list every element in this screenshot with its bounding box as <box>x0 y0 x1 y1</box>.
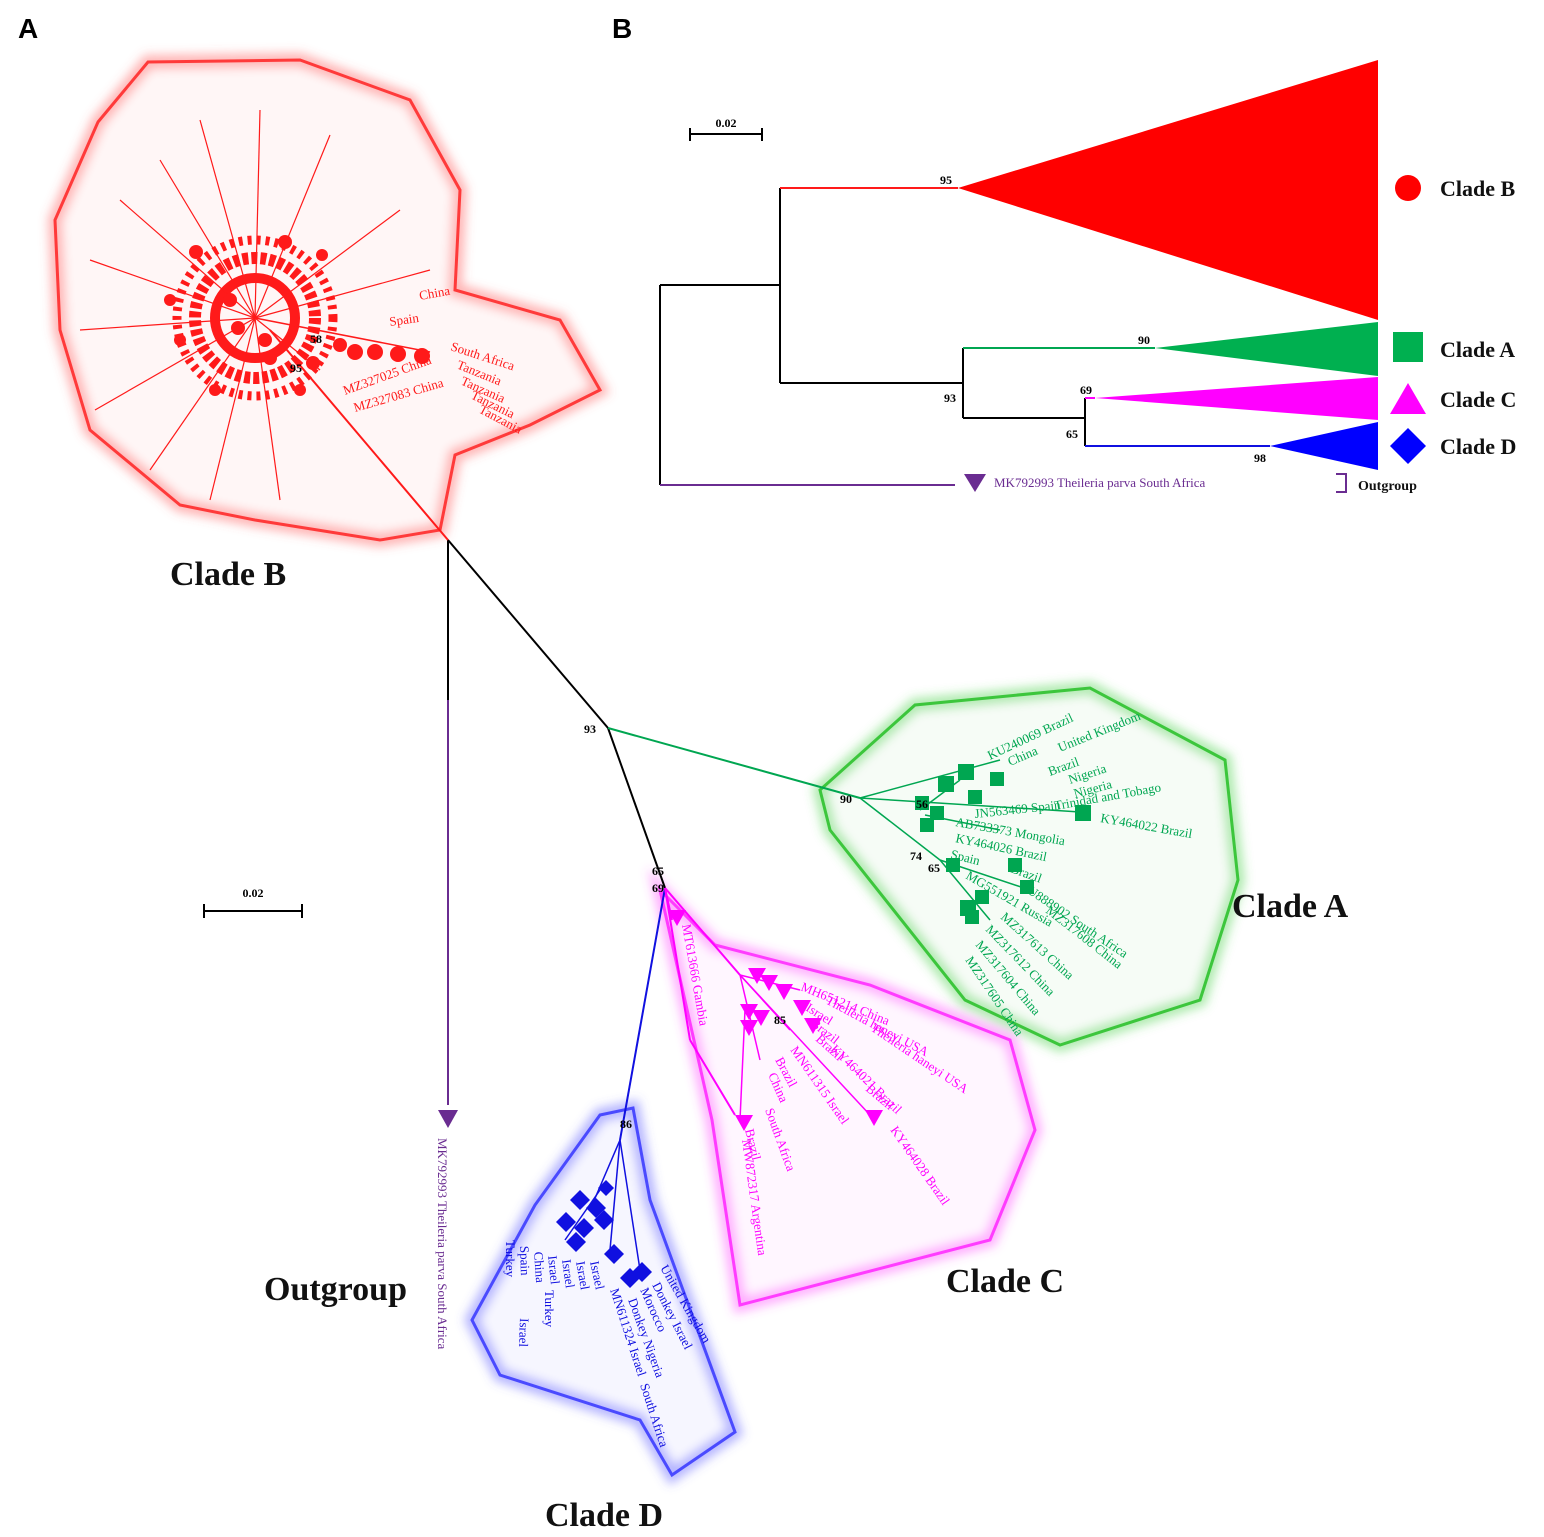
leaf-label: Israel <box>559 1258 578 1289</box>
clade-title-b: Clade B <box>170 556 286 593</box>
bootstrap-clade-b-stem: 95 <box>290 361 302 375</box>
bootstrap-clade-a: 90 <box>840 792 852 806</box>
bootstrap-clade-b-inner: 58 <box>310 332 322 346</box>
clade-title-a: Clade A <box>1232 888 1349 925</box>
collapsed-clade-a <box>1155 322 1378 376</box>
legend-circle-icon <box>1395 175 1421 201</box>
leaf-label: Spain <box>517 1246 533 1277</box>
leaf-label: Israel <box>587 1260 608 1292</box>
scale-bar-label: 0.02 <box>243 886 264 900</box>
outgroup-marker <box>964 474 986 492</box>
leaf-label: Turkey <box>503 1240 518 1278</box>
scale-bar-b: 0.02 <box>689 116 763 141</box>
legend-clade-d: Clade D <box>1440 434 1516 459</box>
clade-a-hull <box>812 680 1246 1053</box>
clade-b-fan <box>79 109 431 501</box>
clade-b-markers <box>164 235 430 396</box>
leaf-label: Israel <box>545 1255 563 1286</box>
bootstrap-clade-d: 86 <box>620 1117 632 1131</box>
legend-clade-c: Clade C <box>1440 387 1516 412</box>
collapsed-clade-b <box>958 60 1378 320</box>
leaf-label: Spain <box>388 310 420 329</box>
outgroup-leaf-label: MK792993 Theileria parva South Africa <box>435 1138 450 1350</box>
scale-bar-a: 0.02 <box>203 886 303 918</box>
panel-label-b: B <box>612 13 632 44</box>
clade-title-c: Clade C <box>946 1263 1064 1300</box>
panel-label-a: A <box>18 13 38 44</box>
legend-diamond-icon <box>1390 428 1426 464</box>
clade-title-outgroup: Outgroup <box>264 1271 407 1308</box>
clade-d-branches <box>564 1139 641 1271</box>
legend-outgroup: Outgroup <box>1358 479 1417 494</box>
clade-c-hull <box>647 867 1043 1314</box>
bootstrap-a-inner2: 65 <box>928 861 940 875</box>
bootstrap-clade-c: 69 <box>652 881 664 895</box>
leaf-label: China <box>418 283 451 303</box>
bootstrap-a-inner4: 85 <box>774 1013 786 1027</box>
outgroup-leaf-label: MK792993 Theileria parva South Africa <box>994 475 1206 490</box>
bootstrap-b-clade-d: 98 <box>1254 451 1266 465</box>
legend-triangle-icon <box>1390 383 1426 414</box>
bootstrap-clade-c-d: 65 <box>652 864 664 878</box>
bootstrap-b-a-c-d: 93 <box>944 391 956 405</box>
bootstrap-root: 93 <box>584 722 596 736</box>
bootstrap-b-clade-a: 90 <box>1138 333 1150 347</box>
bootstrap-a-inner3: 56 <box>916 797 928 811</box>
panel-a-unrooted-tree: South Africa Tanzania Tanzania Tanzania … <box>47 52 1349 1534</box>
collapsed-clade-c <box>1095 377 1378 420</box>
legend-clade-a: Clade A <box>1440 337 1515 362</box>
clade-title-d: Clade D <box>545 1497 663 1534</box>
clade-d-markers <box>556 1180 652 1288</box>
leaf-label: Israel <box>573 1260 593 1291</box>
leaf-label: Spain <box>949 846 982 868</box>
scale-bar-label: 0.02 <box>716 116 737 130</box>
bootstrap-a-inner1: 74 <box>910 849 922 863</box>
outgroup-marker <box>438 1110 458 1128</box>
bootstrap-b-clade-c: 69 <box>1080 383 1092 397</box>
clade-c-markers <box>668 910 883 1131</box>
legend-clade-b: Clade B <box>1440 176 1516 201</box>
bootstrap-b-c-d: 65 <box>1066 427 1078 441</box>
leaf-label: Turkey <box>542 1290 557 1328</box>
bootstrap-b-clade-b: 95 <box>940 173 952 187</box>
clade-a-markers <box>915 764 1091 924</box>
leaf-label: China <box>531 1251 548 1283</box>
leaf-label: Israel <box>516 1318 532 1348</box>
clade-d-hull <box>464 1099 744 1486</box>
collapsed-clade-d <box>1270 422 1378 470</box>
legend-square-icon <box>1393 332 1423 362</box>
panel-b-collapsed-tree: 0.02 MK792993 Theileria parva South Afri… <box>659 60 1516 494</box>
